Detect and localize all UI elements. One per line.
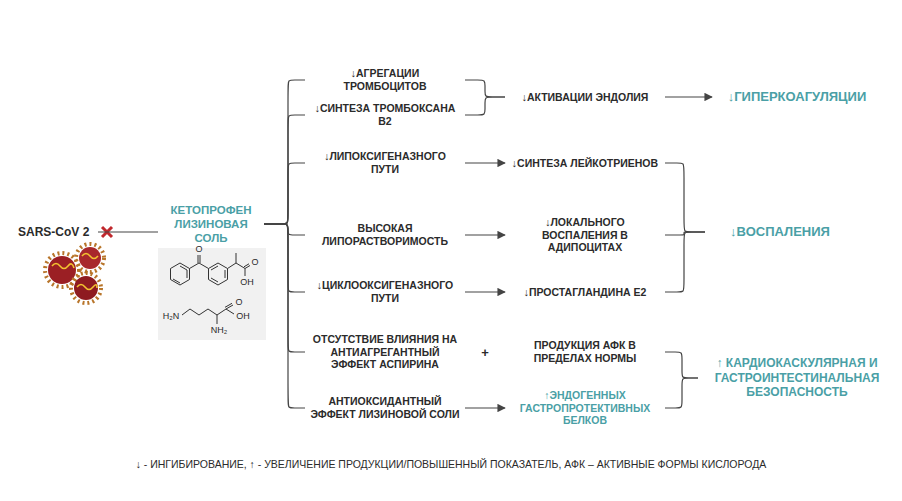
node-text: ВЫСОКАЯ ЛИПОРАСТВОРИМОСТЬ [309, 222, 461, 248]
atom-label: O [251, 258, 258, 267]
arrow-connector [465, 407, 505, 408]
node-text: ↓ГИПЕРКОАГУЛЯЦИИ [716, 89, 878, 105]
atom-label: OH [240, 278, 254, 287]
effect-text: ↓СИНТЕЗА ТРОМБОКСАНА В2 [305, 100, 465, 130]
plus-sign: + [481, 346, 489, 359]
effect-text: ↓АГРЕГАЦИИ ТРОМБОЦИТОВ [305, 65, 465, 95]
effect-text: АНТИОКСИДАНТНЫЙ ЭФФЕКТ ЛИЗИНОВОЙ СОЛИ [305, 393, 465, 423]
outcome-text: ↓ГИПЕРКОАГУЛЯЦИИ [712, 87, 882, 107]
pathogen-label: SARS-CoV 2 [14, 223, 98, 242]
effect-text: ↓ЛИПОКСИГЕНАЗНОГО ПУТИ [305, 148, 465, 178]
effect-text: ВЫСОКАЯ ЛИПОРАСТВОРИМОСТЬ [305, 220, 465, 250]
legend-note: ↓ - ИНГИБИРОВАНИЕ, ↑ - УВЕЛИЧЕНИЕ ПРОДУК… [136, 459, 767, 470]
node-text: SARS-CoV 2 [18, 225, 94, 240]
ketone-bonds [190, 263, 209, 269]
atom-label: O [235, 298, 242, 307]
arrow-connector [465, 291, 505, 292]
virus-body [79, 247, 101, 269]
brace-connector [264, 224, 305, 352]
brace-connector [264, 224, 305, 235]
brace-connector [264, 224, 305, 408]
lysine-acid-bonds [225, 303, 234, 314]
result-text: ↓ПРОСТАГЛАНДИНА Е2 [505, 284, 665, 301]
node-text: КЕТОПРОФЕН ЛИЗИНОВАЯ СОЛЬ [162, 203, 260, 245]
brace-connector [665, 378, 698, 408]
effect-text: ↓ЦИКЛООКСИГЕНАЗНОГО ПУТИ [305, 277, 465, 307]
effect-text: ОТСУТСТВИЕ ВЛИЯНИЯ НА АНТИАГРЕГАНТНЫЙ ЭФ… [305, 331, 465, 373]
acid-double-bond [244, 264, 250, 269]
outcome-text: ↑ КАРДИОКАСКУЛЯРНАЯ И ГАСТРОИНТЕСТИНАЛЬН… [698, 354, 896, 402]
virus-body [48, 256, 76, 284]
atom-label: OH [236, 312, 250, 321]
arrow-connector [665, 96, 712, 97]
brace-connector [264, 224, 305, 292]
result-text: ПРОДУКЦИЯ АФК В ПРЕДЕЛАХ НОРМЫ [505, 337, 665, 367]
arrow-connector [98, 231, 158, 232]
node-text: ↑ЭНДОГЕННЫХ ГАСТРОПРОТЕКТИВНЫХ БЕЛКОВ [509, 389, 661, 427]
atom-label: H₂N [163, 312, 180, 321]
node-text: ОТСУТСТВИЕ ВЛИЯНИЯ НА АНТИАГРЕГАНТНЫЙ ЭФ… [309, 333, 461, 371]
arrow-connector [465, 234, 505, 235]
node-text: ↓ВОСПАЛЕНИЯ [709, 224, 851, 240]
node-text: ↓АГРЕГАЦИИ ТРОМБОЦИТОВ [309, 67, 461, 93]
brace-connector [264, 80, 305, 224]
node-text: АНТИОКСИДАНТНЫЙ ЭФФЕКТ ЛИЗИНОВОЙ СОЛИ [309, 395, 461, 421]
virus-rna [77, 285, 97, 290]
brace-connector [465, 80, 505, 97]
brace-connector [665, 163, 705, 232]
node-text: ↓АКТИВАЦИИ ЭНДОЛИЯ [509, 91, 661, 104]
atom-label: NH₂ [211, 326, 228, 335]
lysine-chain [182, 309, 226, 324]
virus-spikes [71, 273, 101, 303]
brace-connector [665, 352, 698, 378]
node-text: ↓СИНТЕЗА ЛЕЙКОТРИЕНОВ [509, 157, 661, 170]
ring-double-bonds [173, 266, 225, 283]
brace-connector [465, 97, 505, 115]
outcome-text: ↓ВОСПАЛЕНИЯ [705, 222, 855, 242]
node-text: ↓ЛИПОКСИГЕНАЗНОГО ПУТИ [309, 150, 461, 176]
virus-spikes [76, 244, 104, 272]
virus-icon [45, 244, 104, 303]
result-text: ↓АКТИВАЦИИ ЭНДОЛИЯ [505, 89, 665, 106]
brace-connector [665, 232, 705, 292]
result-text: ↓ЛОКАЛЬНОГО ВОСПАЛЕНИЯ В АДИПОЦИТАХ [505, 214, 665, 256]
virus-body [74, 276, 98, 300]
node-text: ↓ЛОКАЛЬНОГО ВОСПАЛЕНИЯ В АДИПОЦИТАХ [509, 216, 661, 254]
carbonyl-bond [198, 255, 200, 263]
node-text: ↓ПРОСТАГЛАНДИНА Е2 [509, 286, 661, 299]
result-text: ↑ЭНДОГЕННЫХ ГАСТРОПРОТЕКТИВНЫХ БЕЛКОВ [505, 387, 665, 429]
result-text: ↓СИНТЕЗА ЛЕЙКОТРИЕНОВ [505, 155, 665, 172]
drug-label: КЕТОПРОФЕН ЛИЗИНОВАЯ СОЛЬ [158, 201, 264, 247]
atom-label: O [195, 245, 202, 254]
virus-rna [82, 254, 98, 259]
arrow-connector [465, 162, 505, 163]
node-text: ↑ КАРДИОКАСКУЛЯРНАЯ И ГАСТРОИНТЕСТИНАЛЬН… [702, 356, 892, 400]
virus-rna [52, 264, 74, 269]
virus-spikes [45, 253, 79, 287]
node-text: ↓ЦИКЛООКСИГЕНАЗНОГО ПУТИ [309, 279, 461, 305]
side-chain [228, 253, 246, 276]
brace-connector [264, 163, 305, 224]
node-text: ↓СИНТЕЗА ТРОМБОКСАНА В2 [309, 102, 461, 128]
brace-connector [264, 115, 305, 224]
structure-ground [158, 248, 266, 340]
chemical-structure [171, 253, 251, 324]
node-text: ПРОДУКЦИЯ АФК В ПРЕДЕЛАХ НОРМЫ [509, 339, 661, 365]
